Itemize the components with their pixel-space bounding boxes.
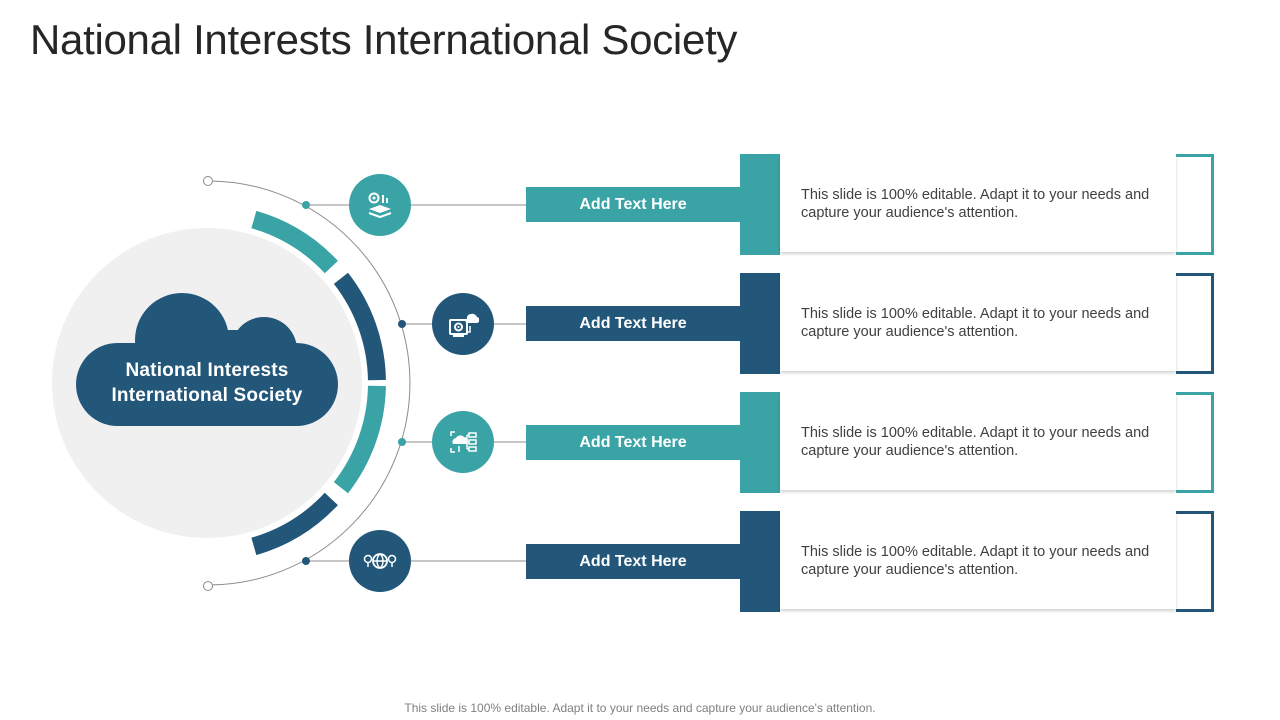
item-4-bracket [1176, 511, 1214, 612]
center-label: National Interests International Society [76, 358, 338, 408]
item-2-card: This slide is 100% editable. Adapt it to… [780, 274, 1176, 371]
item-1-label-text: Add Text Here [579, 195, 687, 213]
item-3-label: Add Text Here [526, 425, 740, 460]
ring-segments [251, 210, 386, 556]
center-label-line2: International Society [111, 385, 303, 406]
item-1-tab [740, 154, 780, 255]
item-4-tab [740, 511, 780, 612]
item-1-card: This slide is 100% editable. Adapt it to… [780, 155, 1176, 252]
item-2-description: This slide is 100% editable. Adapt it to… [801, 305, 1150, 340]
item-3-card: This slide is 100% editable. Adapt it to… [780, 393, 1176, 490]
item-3-label-text: Add Text Here [579, 433, 687, 451]
item-1-label: Add Text Here [526, 187, 740, 222]
item-4-description: This slide is 100% editable. Adapt it to… [801, 543, 1150, 578]
cloud-shape [76, 293, 338, 426]
arc-endpoint-bottom [203, 581, 213, 591]
arc-endpoint-top [203, 176, 213, 186]
item-1-description: This slide is 100% editable. Adapt it to… [801, 186, 1150, 221]
globe-users-icon [363, 553, 397, 569]
center-label-line1: National Interests [125, 360, 289, 381]
connector-dot-2 [398, 320, 406, 328]
item-3-tab [740, 392, 780, 493]
item-2-tab [740, 273, 780, 374]
item-2-bracket [1176, 273, 1214, 374]
connector-dot-3 [398, 438, 406, 446]
ring-segment-3 [333, 385, 386, 494]
item-4-label: Add Text Here [526, 544, 740, 579]
item-3-icon-circle [432, 411, 494, 473]
item-1-bracket [1176, 154, 1214, 255]
cloud-network-icon [450, 431, 477, 453]
ring-segment-2 [333, 272, 386, 381]
item-2-label-text: Add Text Here [579, 314, 687, 332]
item-2-icon-circle [432, 293, 494, 355]
page-title: National Interests International Society [30, 16, 738, 63]
footer-note: This slide is 100% editable. Adapt it to… [404, 701, 876, 715]
ring-segment-4 [251, 492, 338, 556]
item-3-description: This slide is 100% editable. Adapt it to… [801, 424, 1150, 459]
connector-dot-1 [302, 201, 310, 209]
item-3-bracket [1176, 392, 1214, 493]
item-4-label-text: Add Text Here [579, 552, 687, 570]
item-2-label: Add Text Here [526, 306, 740, 341]
ring-segment-1 [251, 210, 338, 274]
cloud-gear-monitor-icon [449, 313, 479, 337]
item-4-icon-circle [349, 530, 411, 592]
connector-dot-4 [302, 557, 310, 565]
gear-chart-layers-icon [368, 192, 392, 219]
item-4-card: This slide is 100% editable. Adapt it to… [780, 512, 1176, 609]
item-1-icon-circle [349, 174, 411, 236]
